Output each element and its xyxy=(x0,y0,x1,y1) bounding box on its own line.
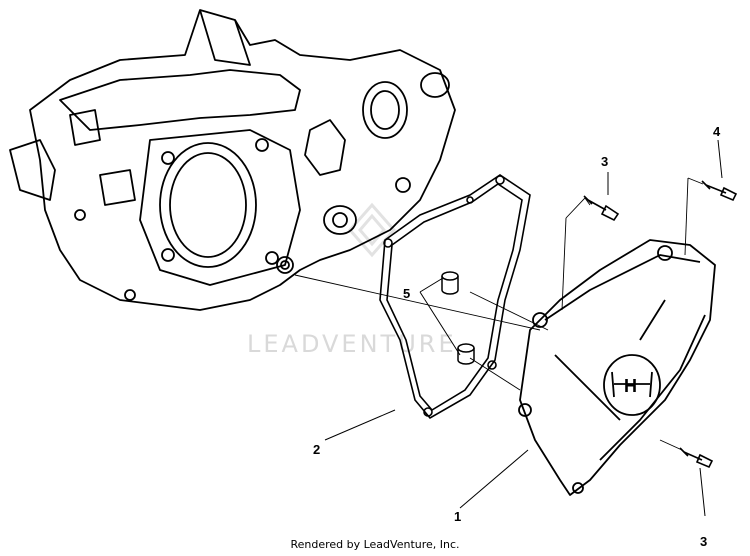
callout-3-bottom: 3 xyxy=(700,534,707,549)
callout-2: 2 xyxy=(313,442,320,457)
watermark: LEADVENTURE xyxy=(247,202,457,358)
watermark-text: LEADVENTURE xyxy=(247,330,457,358)
dowel-pin-lower xyxy=(457,343,475,365)
ignition-cover: H xyxy=(518,239,716,496)
cover-gasket xyxy=(379,174,531,420)
callout-5: 5 xyxy=(403,286,410,301)
leader-lines xyxy=(324,139,723,517)
dowel-pins xyxy=(441,271,475,365)
bolt-upper-right xyxy=(701,180,738,202)
bolt-lower-right xyxy=(679,447,714,469)
brand-logo: H xyxy=(624,376,637,396)
dowel-pin-upper xyxy=(441,271,459,295)
render-credit: Rendered by LeadVenture, Inc. xyxy=(290,538,460,551)
bolt-upper-left xyxy=(583,195,620,222)
callout-1: 1 xyxy=(454,509,461,524)
alignment-lines xyxy=(294,177,704,451)
callout-3-top: 3 xyxy=(601,154,608,169)
crankcase xyxy=(9,9,456,311)
callout-4: 4 xyxy=(713,124,721,139)
